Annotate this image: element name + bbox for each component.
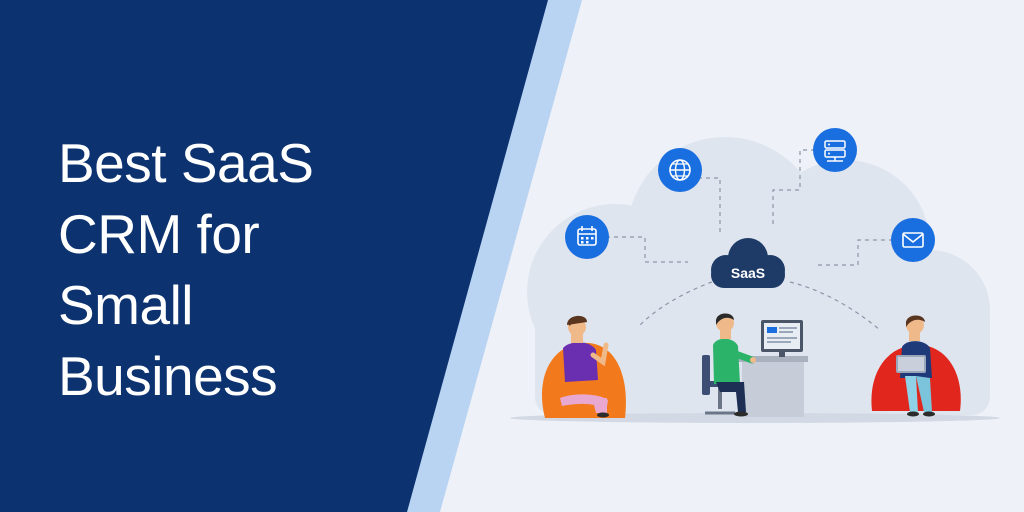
saas-cloud-label: SaaS [731,265,765,281]
title-line-3: Small [58,274,194,336]
floor-shadow [510,413,1000,423]
person-right-beanbag [871,315,961,417]
person-left-beanbag [541,315,626,418]
desk [742,360,804,417]
globe-icon [658,148,702,192]
calendar-icon [565,215,609,259]
person-desk [702,313,808,417]
server-icon [813,128,857,172]
page-title: Best SaaS CRM for Small Business [58,128,314,412]
accent-stripe [403,0,582,512]
chair [702,355,710,395]
title-line-4: Business [58,345,278,407]
title-line-2: CRM for [58,203,260,265]
saas-cloud: SaaS [711,238,785,288]
mail-icon [891,218,935,262]
left-panel [0,0,548,512]
connector-lines [606,149,893,331]
title-line-1: Best SaaS [58,132,314,194]
